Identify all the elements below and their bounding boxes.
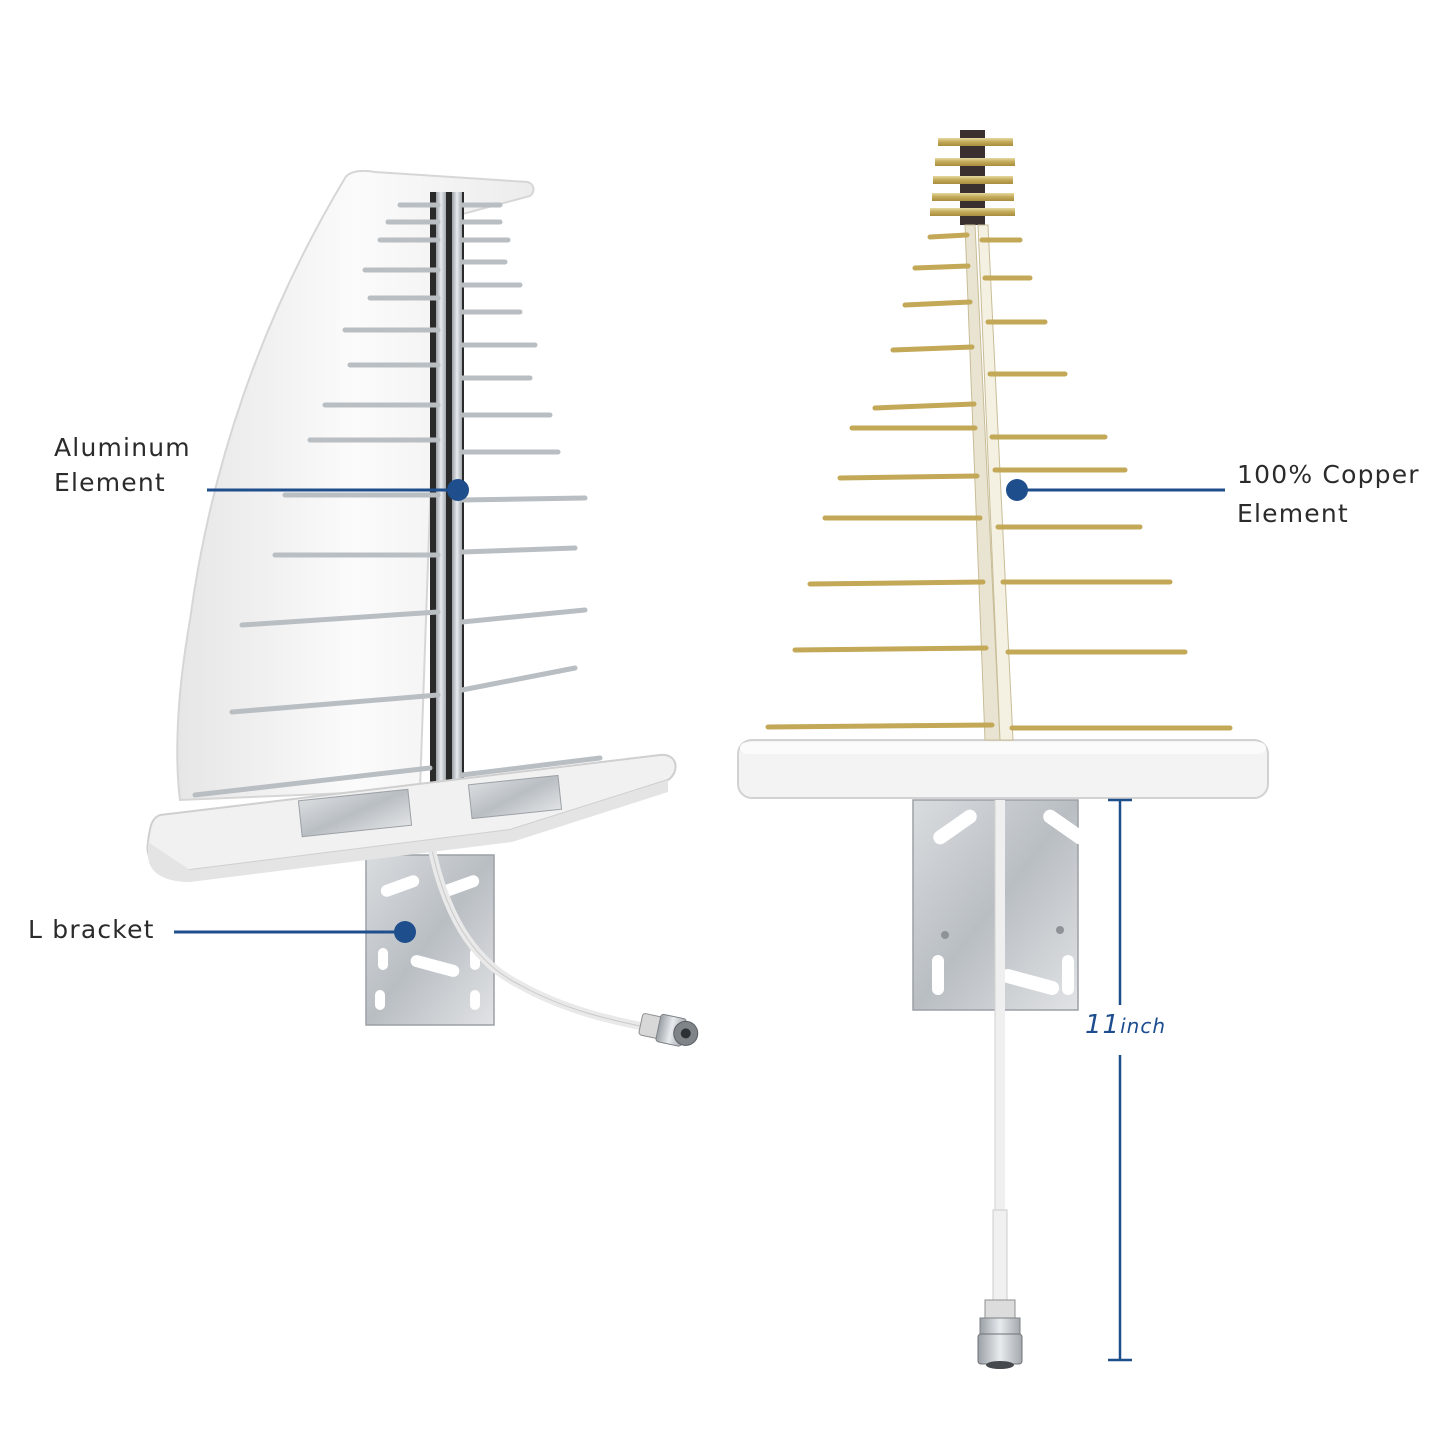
l-bracket-label-line1: L bracket: [28, 915, 155, 944]
aluminum-label-line2: Element: [54, 468, 166, 497]
callout-copper-pointer: [1006, 479, 1225, 501]
copper-elements: [765, 232, 1233, 731]
copper-element-label: 100% Copper Element: [1237, 457, 1420, 531]
callout-aluminum-pointer: [207, 479, 469, 501]
copper-top-elements: [930, 138, 1015, 216]
aluminum-label-line1: Aluminum: [54, 433, 191, 462]
copper-antenna: [737, 130, 1269, 1369]
callout-bracket-pointer: [174, 921, 416, 943]
dimension-line: [1108, 798, 1132, 1362]
aluminum-element-label: Aluminum Element: [54, 430, 191, 500]
left-elements: [192, 202, 603, 798]
measurement-unit: inch: [1120, 1014, 1166, 1038]
aluminum-antenna: [146, 169, 699, 1047]
copper-label-line2: Element: [1237, 499, 1349, 528]
l-bracket-label: L bracket: [28, 912, 155, 947]
left-n-connector: [638, 1013, 699, 1047]
left-l-bracket: [365, 854, 495, 1026]
height-measurement: 11inch: [1085, 1010, 1166, 1040]
right-n-connector: [977, 1299, 1023, 1369]
measurement-value: 11: [1085, 1010, 1121, 1040]
copper-label-line1: 100% Copper: [1237, 460, 1420, 489]
left-housing: [176, 169, 535, 802]
